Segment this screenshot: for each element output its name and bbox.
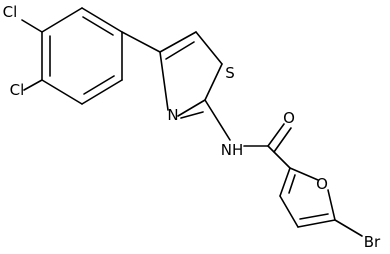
bond xyxy=(81,7,123,33)
bond xyxy=(177,99,206,117)
bond xyxy=(267,123,285,147)
bond xyxy=(279,195,299,228)
furan-oxygen-label: O xyxy=(316,175,328,193)
bond xyxy=(82,16,114,36)
bond xyxy=(21,19,43,33)
bond xyxy=(327,189,336,221)
chlorine-label-top: Cl xyxy=(3,3,18,21)
chlorine-label-middle: Cl xyxy=(10,81,25,99)
bond xyxy=(159,51,169,111)
bond xyxy=(195,31,223,65)
bond xyxy=(121,31,161,53)
sulfur-label: S xyxy=(225,64,235,82)
carbonyl-oxygen-label: O xyxy=(283,109,295,127)
amide-nh-label: NH xyxy=(221,141,244,159)
bond xyxy=(180,111,204,119)
bond xyxy=(267,145,291,169)
bond xyxy=(83,75,115,95)
bond xyxy=(204,99,231,141)
bond xyxy=(334,219,363,237)
bond xyxy=(159,31,197,53)
bond xyxy=(41,7,83,33)
atom-labels: Cl Cl S N NH O O Br xyxy=(3,3,381,251)
bond xyxy=(299,213,329,220)
bond xyxy=(41,79,83,105)
bromine-label: Br xyxy=(364,233,381,251)
thiazole-nitrogen-label: N xyxy=(167,106,178,124)
bond xyxy=(297,219,336,228)
bond xyxy=(289,167,319,181)
bond xyxy=(279,167,291,197)
bond xyxy=(23,79,43,91)
bond xyxy=(204,63,223,101)
bond xyxy=(288,174,296,194)
bond xyxy=(81,79,123,105)
bond xyxy=(165,41,195,60)
bonds xyxy=(21,7,363,237)
bond xyxy=(273,127,292,153)
